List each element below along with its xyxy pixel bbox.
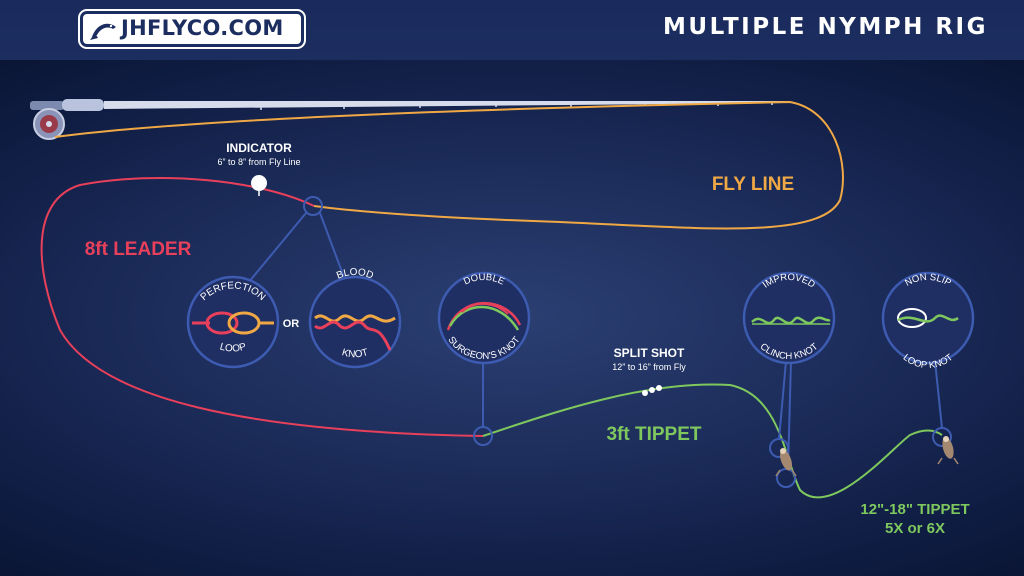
nymph-fly-icon bbox=[937, 436, 959, 465]
dropper-tippet-label: 12"-18" TIPPET bbox=[860, 501, 969, 518]
knot-label-top: NON SLIP bbox=[903, 272, 953, 289]
logo-text: JHFLYCO.COM bbox=[121, 16, 284, 40]
tippet-line bbox=[482, 383, 943, 499]
header-bar: JHFLYCO.COM MULTIPLE NYMPH RIG bbox=[0, 0, 1024, 60]
fly-reel-icon bbox=[33, 108, 65, 140]
or-label: OR bbox=[283, 318, 300, 330]
strike-indicator bbox=[251, 175, 267, 191]
non-slip-loop-knot-diagram: NON SLIP LOOP KNOT bbox=[881, 271, 975, 371]
split-shot-sublabel: 12” to 16” from Fly bbox=[612, 362, 686, 372]
knot-label-top: BLOOD bbox=[335, 267, 375, 282]
double-surgeons-knot-diagram: DOUBLE SURGEON'S KNOT bbox=[437, 271, 531, 365]
improved-clinch-knot-diagram: IMPROVED CLINCH KNOT bbox=[742, 271, 836, 365]
fly-line bbox=[54, 100, 844, 230]
tippet-label: 3ft TIPPET bbox=[606, 424, 701, 445]
leader-label: 8ft LEADER bbox=[85, 239, 192, 260]
leader-connection-marker bbox=[303, 196, 323, 216]
fish-logo-icon bbox=[90, 23, 116, 40]
page-title: MULTIPLE NYMPH RIG bbox=[663, 14, 988, 40]
indicator-sublabel: 6” to 8” from Fly Line bbox=[217, 157, 300, 167]
fly-line-label: FLY LINE bbox=[712, 174, 794, 195]
site-logo[interactable]: JHFLYCO.COM bbox=[78, 9, 306, 49]
fly-rod-icon bbox=[30, 99, 790, 111]
knot-label-bottom: LOOP bbox=[218, 341, 247, 354]
knot-label-top: DOUBLE bbox=[462, 272, 506, 288]
nymph-fly-icon bbox=[775, 448, 797, 477]
split-shot-weights bbox=[642, 385, 662, 396]
indicator-label: INDICATOR bbox=[226, 141, 292, 155]
perfection-loop-diagram: PERFECTION LOOP bbox=[186, 275, 280, 369]
split-shot-label: SPLIT SHOT bbox=[614, 346, 685, 360]
leader-line bbox=[40, 176, 484, 437]
dropper-tippet-size: 5X or 6X bbox=[885, 520, 945, 537]
blood-knot-diagram: BLOOD KNOT bbox=[308, 267, 402, 369]
